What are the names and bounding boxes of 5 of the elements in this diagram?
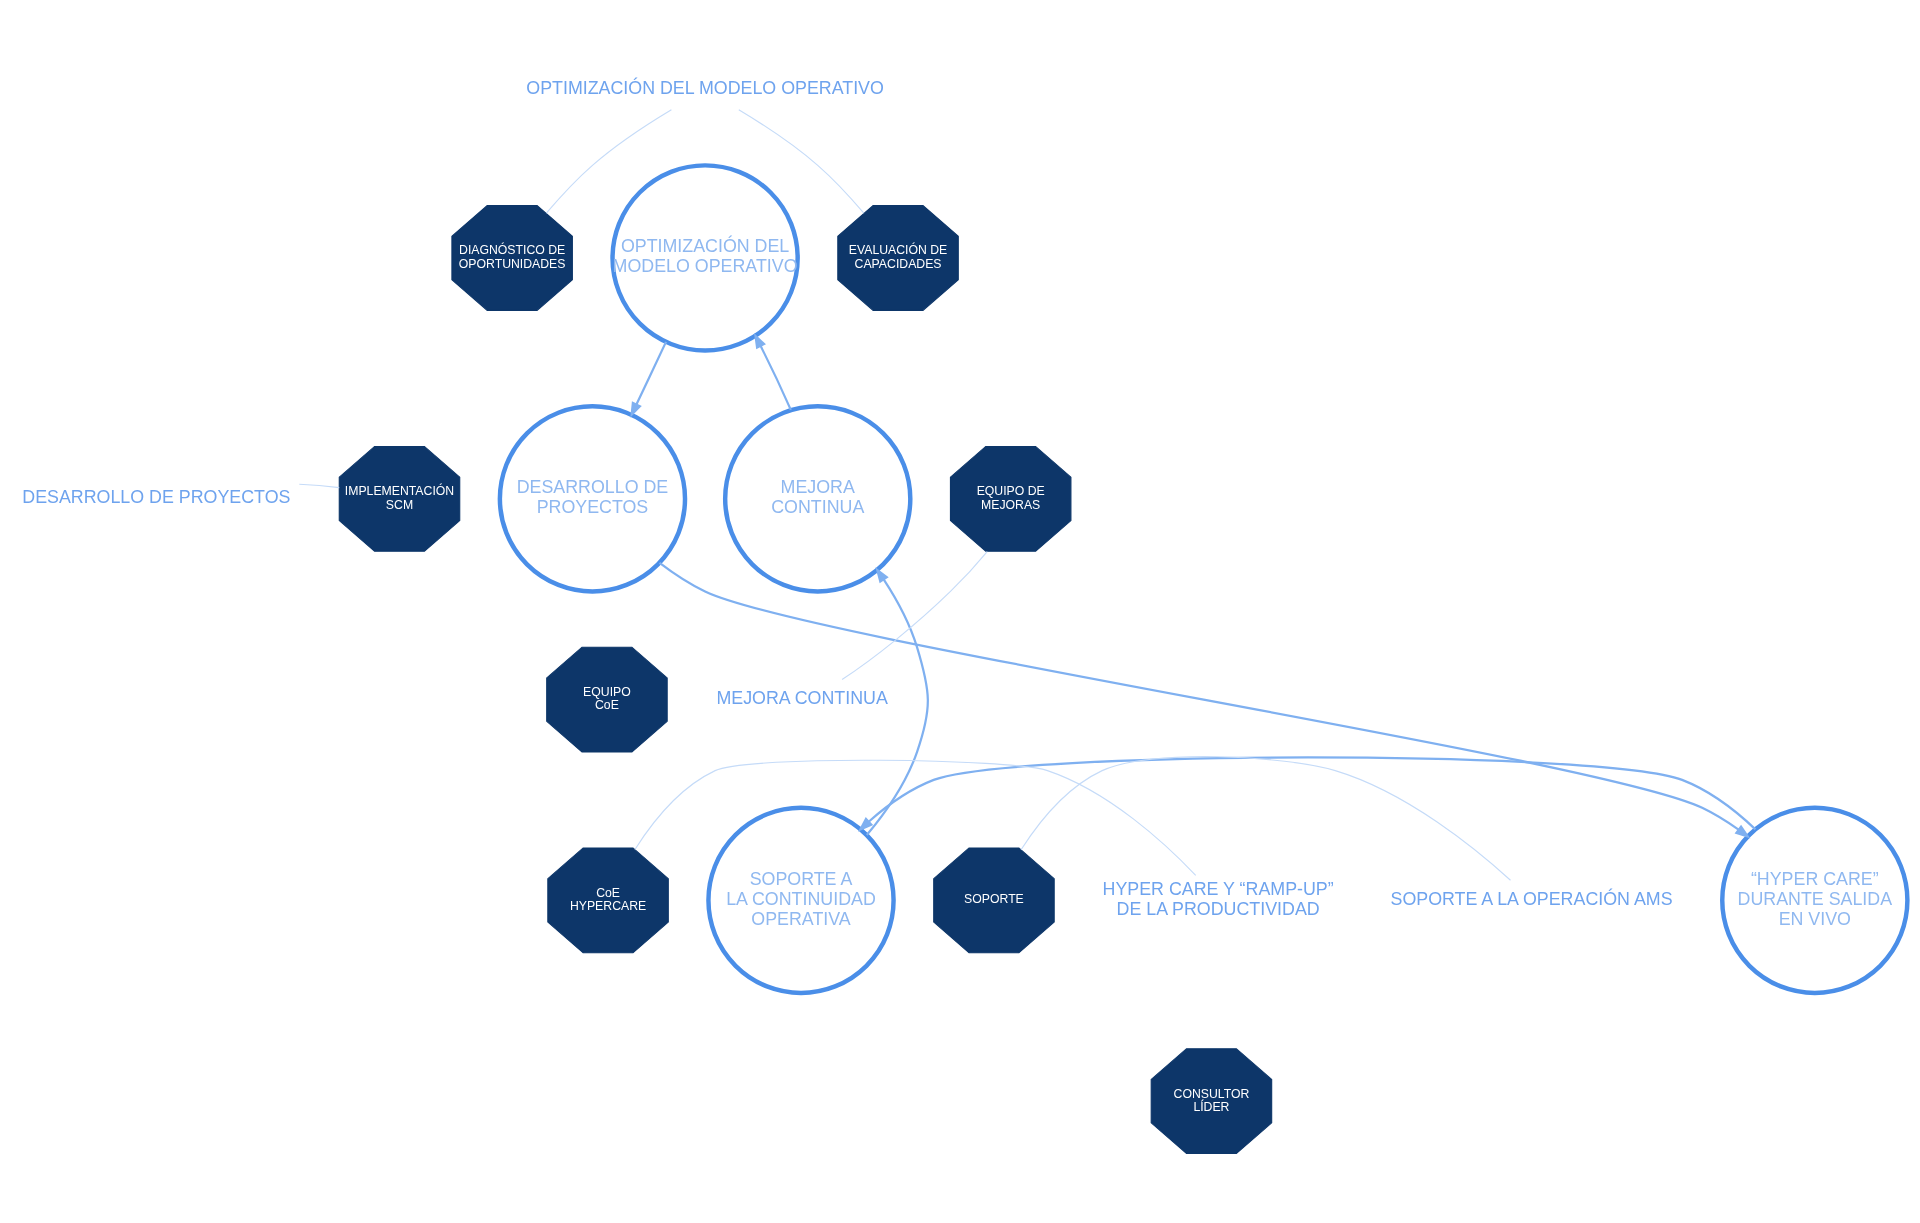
- node-text: HYPER CARE Y “RAMP-UP” DE LA PRODUCTIVIDAD: [1102, 878, 1334, 919]
- node-text: OPTIMIZACIÓN DEL MODELO OPERATIVO: [525, 77, 884, 98]
- node-text: DESARROLLO DE PROYECTOS: [21, 487, 290, 508]
- node-text: MEJORA CONTINUA: [715, 687, 888, 708]
- node-text: SOPORTE A LA OPERACIÓN AMS: [1390, 888, 1673, 909]
